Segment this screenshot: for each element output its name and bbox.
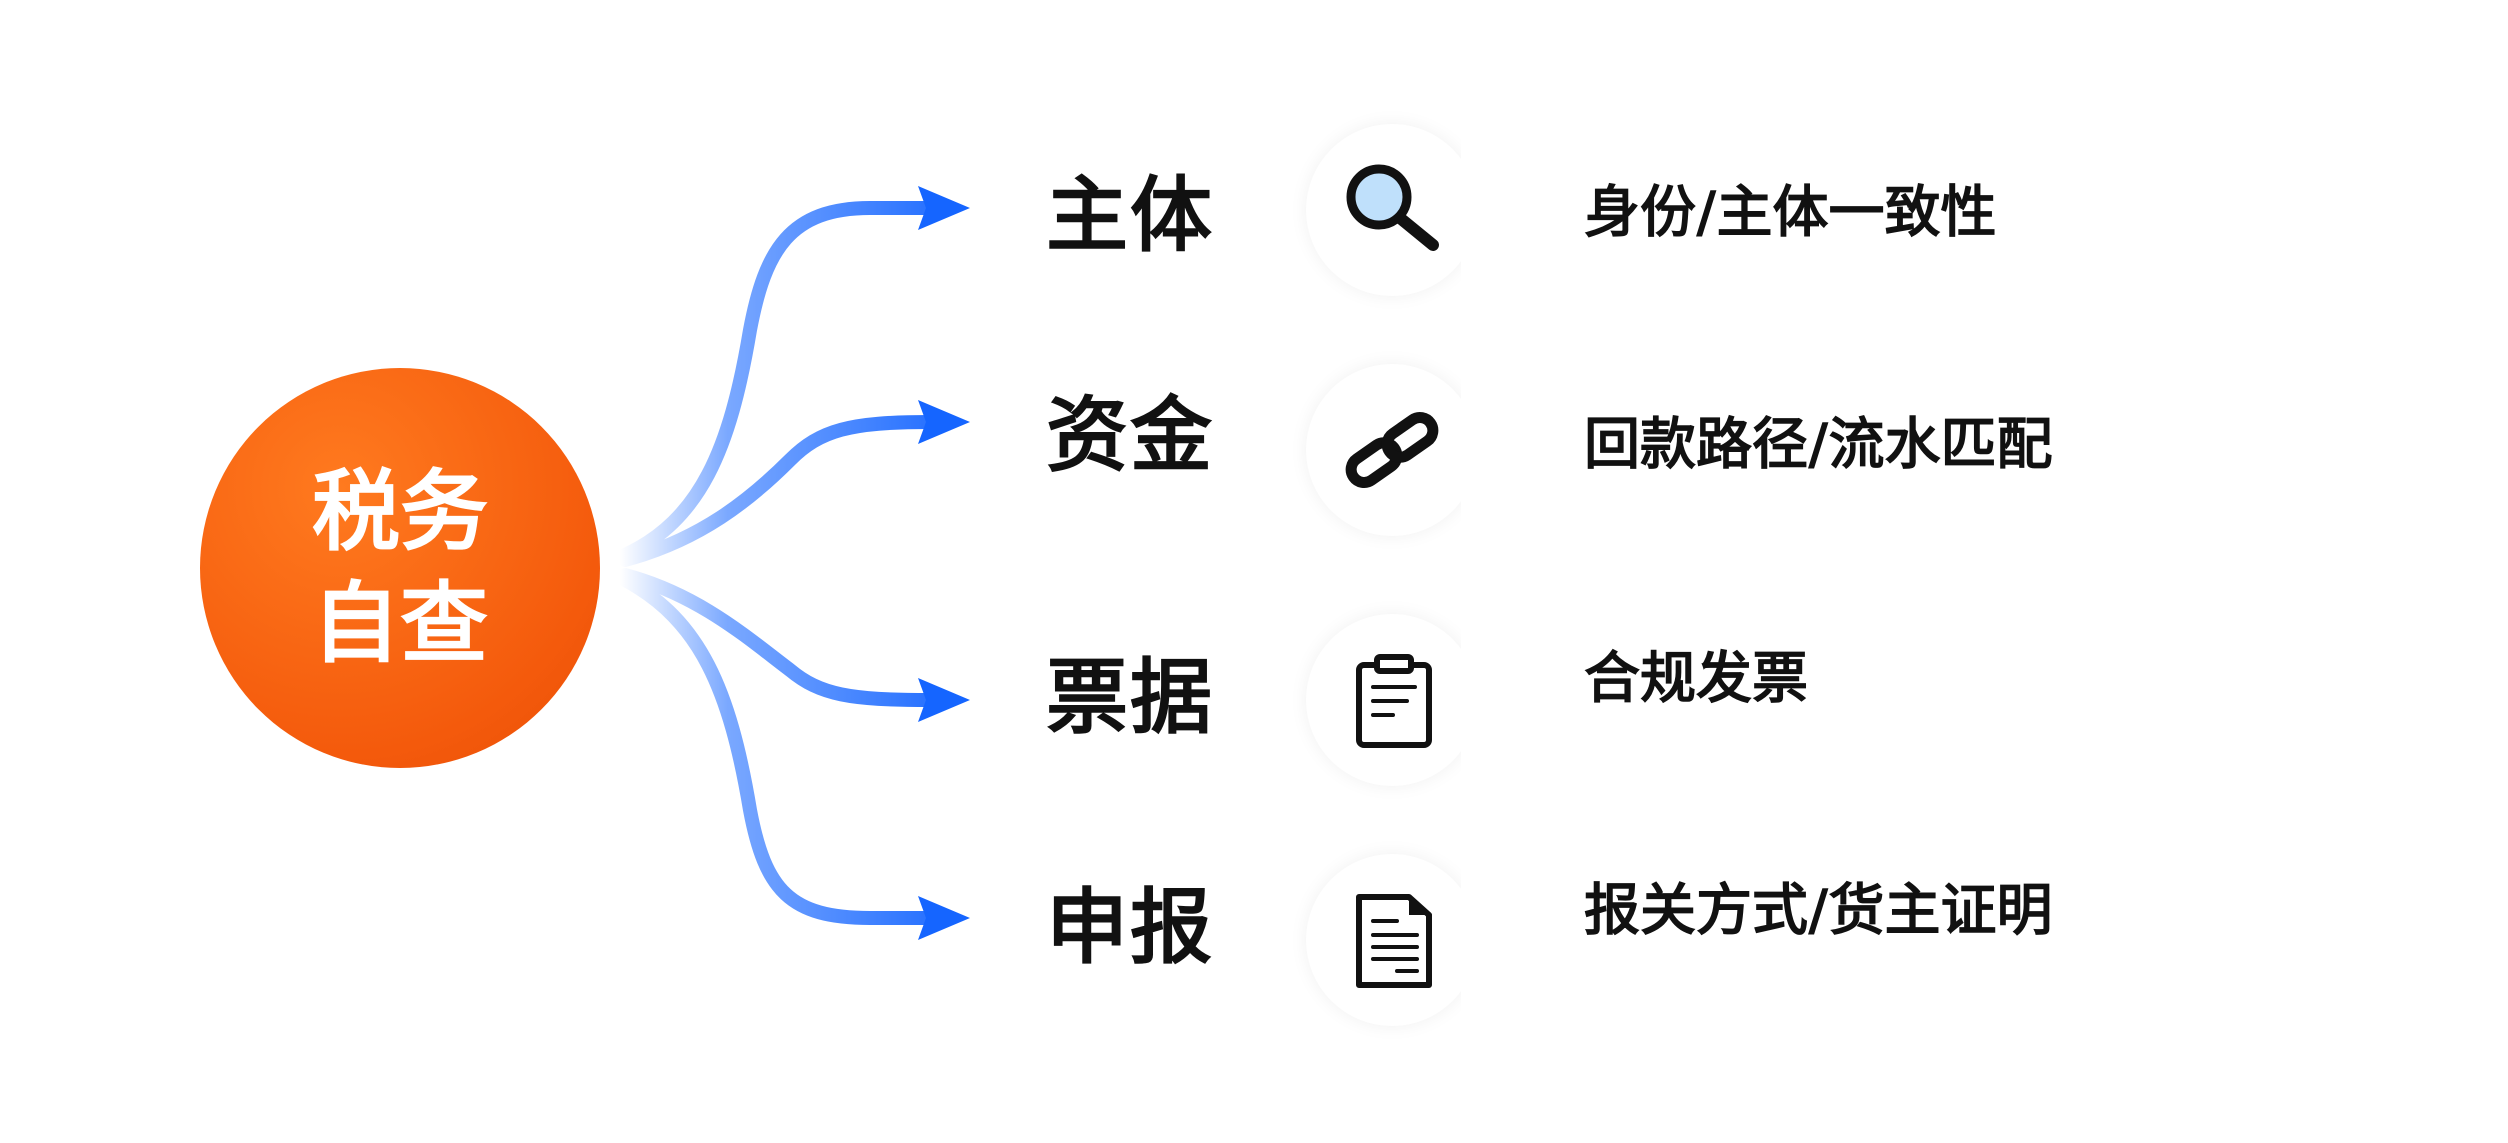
arrow-piaoju xyxy=(618,568,937,707)
clipboard-icon xyxy=(1306,614,1478,786)
link-icon xyxy=(1306,364,1478,536)
arrowhead xyxy=(918,678,970,722)
branch-label-zhuti: 主体 xyxy=(1046,168,1215,264)
branch-label-zijin: 资金 xyxy=(1046,388,1215,484)
arrow-zijin xyxy=(618,415,937,567)
arrow-zhuti xyxy=(618,201,937,562)
background-panel xyxy=(1461,0,2508,1143)
hub-line-1: 税务 xyxy=(311,460,488,563)
description-shenbao: 报关方式/货主证明 xyxy=(1584,878,2053,944)
description-piaoju: 合规发票 xyxy=(1584,646,1808,712)
branch-label-piaoju: 票据 xyxy=(1046,650,1215,746)
arrowhead xyxy=(918,186,970,230)
description-zhuti: 身份/主体一致性 xyxy=(1584,180,1997,246)
arrowhead xyxy=(918,896,970,940)
tax-self-check-hub: 税务 自查 xyxy=(200,368,600,768)
magnifier-icon xyxy=(1306,124,1478,296)
document-icon xyxy=(1306,854,1478,1026)
branch-label-shenbao: 申报 xyxy=(1046,880,1215,976)
arrow-shenbao xyxy=(618,573,937,925)
description-zijin: 回款路径/流水匹配 xyxy=(1584,412,2053,478)
arrowhead xyxy=(918,400,970,444)
hub-line-2: 自查 xyxy=(311,572,488,675)
